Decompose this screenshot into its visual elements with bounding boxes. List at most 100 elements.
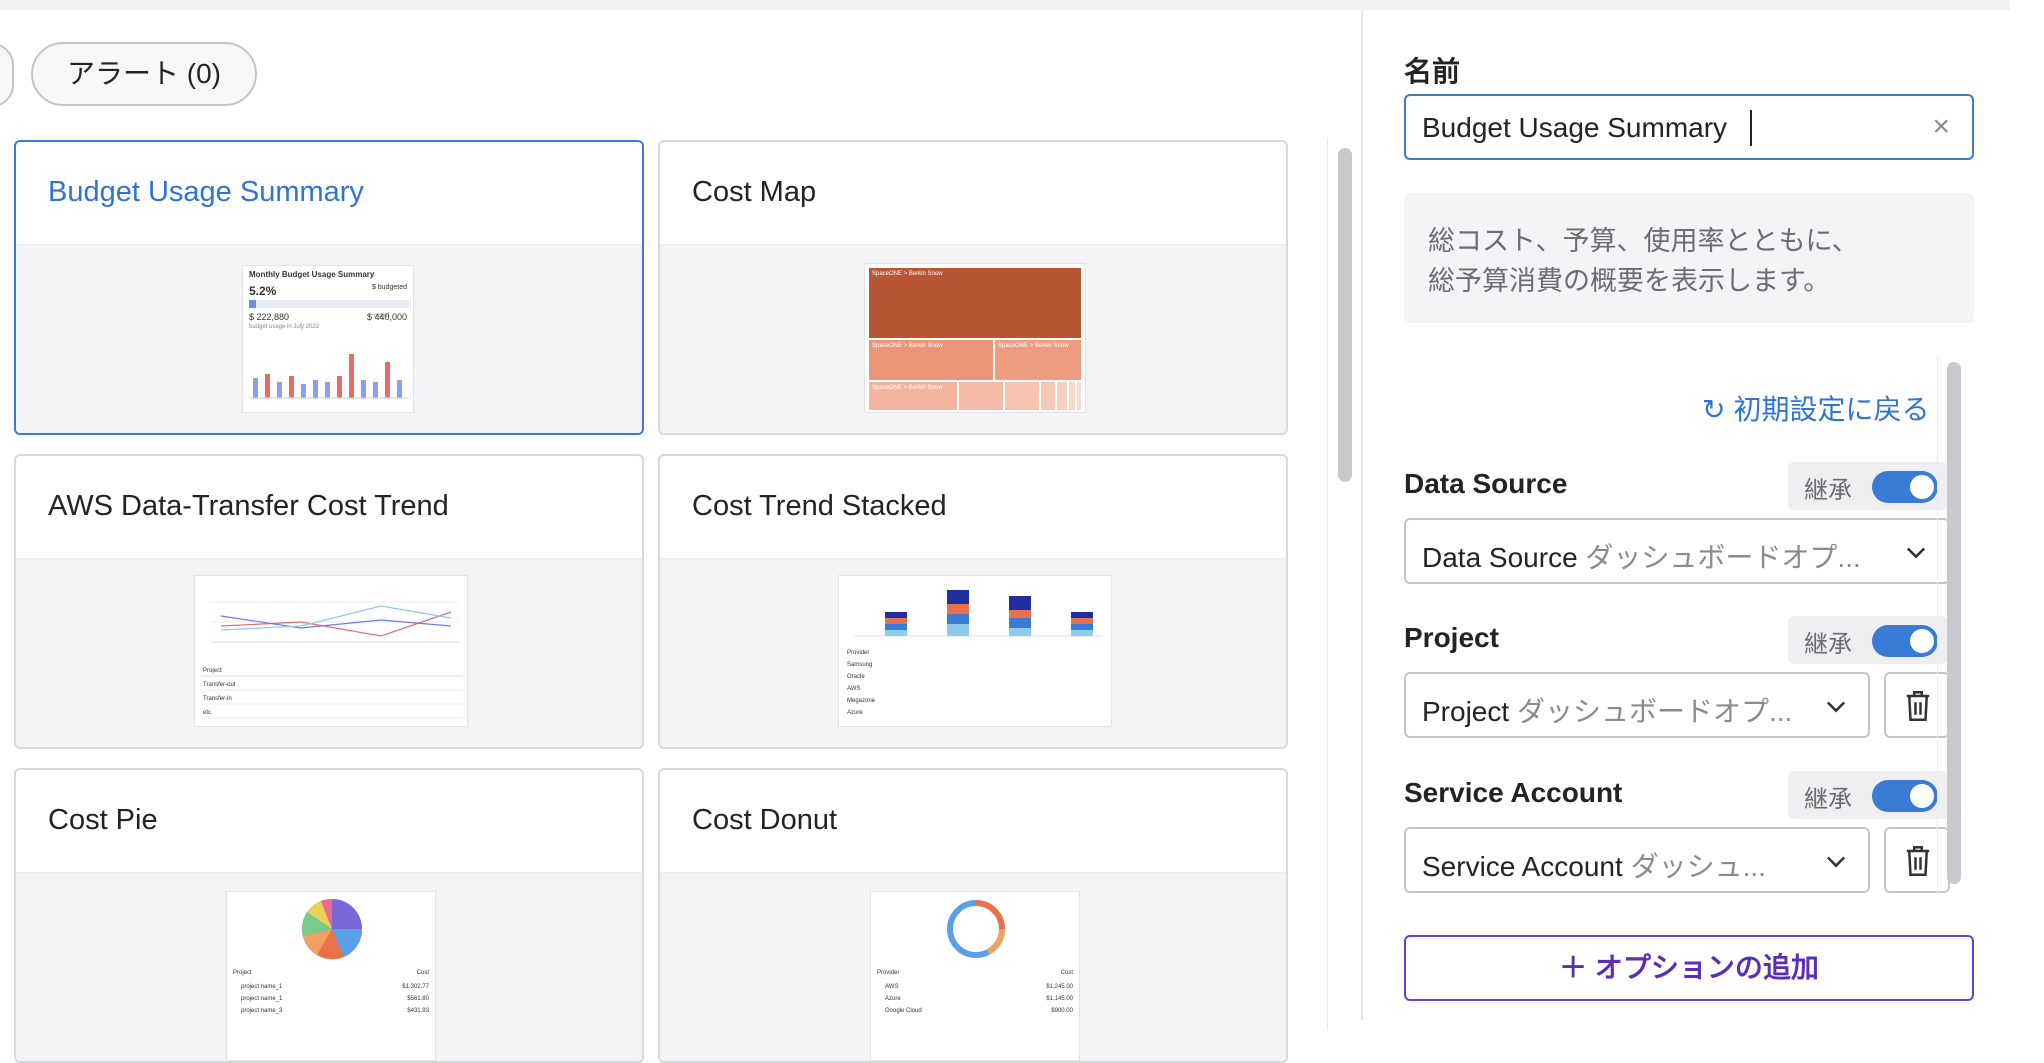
widget-card-title: Cost Donut bbox=[692, 804, 838, 836]
description-text-line-2: 総予算消費の概要を表示します。 bbox=[1428, 266, 1831, 296]
thumb-table bbox=[201, 675, 463, 719]
thumb-cell: Cost bbox=[1060, 970, 1073, 976]
top-bar bbox=[0, 0, 2010, 10]
treemap-tile: SpaceONE > Berkin Snow bbox=[869, 340, 993, 380]
filter-chip-partial[interactable] bbox=[0, 43, 14, 107]
widget-card-title: Cost Pie bbox=[48, 804, 158, 836]
delete-project-option-button[interactable] bbox=[1884, 672, 1950, 738]
options-scrollbar-thumb[interactable] bbox=[1947, 362, 1961, 884]
widget-preview: Provider Cost AWS $1,245.00 Azure $1,145… bbox=[660, 872, 1286, 1061]
toggle-switch[interactable] bbox=[1872, 625, 1938, 657]
widget-preview: SpaceONE > Berkin Snow SpaceONE > Berkin… bbox=[660, 244, 1286, 433]
thumb-cell: $1,302.77 bbox=[402, 984, 429, 990]
thumb-cell: $1,145.00 bbox=[1046, 996, 1073, 1002]
inherit-toggle-service-account[interactable]: 継承 bbox=[1788, 771, 1948, 819]
chevron-down-icon bbox=[1826, 856, 1846, 868]
toggle-switch[interactable] bbox=[1872, 471, 1938, 503]
widget-card-cost-map[interactable]: Cost Map SpaceONE > Berkin Snow SpaceONE… bbox=[658, 140, 1288, 435]
data-source-select[interactable]: Data Source ダッシュボードオプ... bbox=[1404, 518, 1950, 584]
treemap-tile bbox=[959, 382, 1003, 410]
inherit-label: 継承 bbox=[1804, 786, 1852, 813]
thumb-cell: $900.00 bbox=[1051, 1008, 1073, 1014]
widget-card-aws-data-transfer-cost-trend[interactable]: AWS Data-Transfer Cost Trend Project Tra… bbox=[14, 454, 644, 749]
budget-summary-thumbnail: Monthly Budget Usage Summary 5.2% $ budg… bbox=[242, 265, 414, 413]
refresh-icon: ↻ bbox=[1702, 394, 1726, 425]
trash-icon bbox=[1906, 691, 1930, 721]
widget-card-cost-pie[interactable]: Cost Pie Project Cost project name_1 $1,… bbox=[14, 768, 644, 1063]
thumb-bar-chart bbox=[249, 354, 409, 399]
thumb-pie bbox=[302, 898, 363, 960]
option-label-service-account: Service Account bbox=[1404, 777, 1623, 808]
thumb-total: $ 440,000 bbox=[366, 312, 407, 322]
widget-preview: Project Transfer-out Transfer-in etc. bbox=[16, 558, 642, 747]
thumb-cell: Google Cloud bbox=[885, 1008, 922, 1014]
widget-card-cost-donut[interactable]: Cost Donut Provider Cost AWS $1,245.00 A… bbox=[658, 768, 1288, 1063]
inherit-label: 継承 bbox=[1804, 477, 1852, 504]
option-label-project: Project bbox=[1404, 622, 1499, 653]
inherit-toggle-project[interactable]: 継承 bbox=[1788, 616, 1948, 664]
thumb-line-chart bbox=[211, 601, 459, 643]
widget-card-title: Cost Trend Stacked bbox=[692, 490, 947, 522]
thumb-stacked-bars bbox=[855, 590, 1103, 637]
thumb-cell: Cost bbox=[416, 970, 429, 976]
thumb-pct: 5.2% bbox=[249, 284, 277, 298]
widget-card-title: Cost Map bbox=[692, 176, 817, 208]
treemap-tile bbox=[1069, 382, 1075, 410]
thumb-cell: etc. bbox=[203, 710, 213, 716]
treemap-tile bbox=[1057, 382, 1067, 410]
description-field[interactable]: 総コスト、予算、使用率とともに、 総予算消費の概要を表示します。 bbox=[1404, 193, 1974, 323]
widget-settings-panel: 名前 Budget Usage Summary × 総コスト、予算、使用率ととも… bbox=[1361, 10, 2010, 1020]
thumb-amount: $ 222,880 bbox=[249, 312, 290, 322]
thumb-cell: Oracle bbox=[847, 674, 865, 680]
text-caret bbox=[1750, 110, 1752, 146]
thumb-cell: Transfer-in bbox=[203, 696, 232, 702]
thumb-cell: $431.93 bbox=[407, 1008, 429, 1014]
treemap-tile bbox=[1041, 382, 1055, 410]
add-option-button[interactable]: ＋ オプションの追加 bbox=[1404, 935, 1974, 1001]
widget-card-title: Budget Usage Summary bbox=[48, 176, 364, 208]
alert-filter-chip[interactable]: アラート (0) bbox=[31, 42, 258, 106]
select-value: Data Source bbox=[1422, 542, 1578, 573]
widget-preview: Project Cost project name_1 $1,302.77 pr… bbox=[16, 872, 642, 1061]
chevron-down-icon bbox=[1906, 547, 1926, 559]
widget-card-cost-trend-stacked[interactable]: Cost Trend Stacked Provider Samsung Orac… bbox=[658, 454, 1288, 749]
service-account-select[interactable]: Service Account ダッシュ... bbox=[1404, 827, 1870, 893]
treemap-tile bbox=[1077, 382, 1081, 410]
widget-card-budget-usage-summary[interactable]: Budget Usage Summary Monthly Budget Usag… bbox=[14, 140, 644, 435]
trash-icon bbox=[1906, 846, 1930, 876]
name-input-value: Budget Usage Summary bbox=[1422, 112, 1728, 143]
options-scrollbar-track[interactable] bbox=[1937, 355, 1959, 895]
clear-icon[interactable]: × bbox=[1932, 110, 1950, 143]
name-label: 名前 bbox=[1404, 56, 1461, 87]
thumb-cell: Provider bbox=[877, 970, 900, 976]
gallery-scrollbar-thumb[interactable] bbox=[1338, 148, 1352, 482]
select-value: Service Account bbox=[1422, 851, 1623, 882]
thumb-cell: $1,245.00 bbox=[1046, 984, 1073, 990]
treemap-tile bbox=[1005, 382, 1039, 410]
description-text-line-1: 総コスト、予算、使用率とともに、 bbox=[1428, 226, 1859, 256]
project-select[interactable]: Project ダッシュボードオプ... bbox=[1404, 672, 1870, 738]
widget-gallery: アラート (0) Budget Usage Summary Monthly Bu… bbox=[0, 10, 1360, 1063]
thumb-progress bbox=[249, 300, 409, 308]
name-input[interactable]: Budget Usage Summary × bbox=[1404, 94, 1974, 160]
line-chart-thumbnail: Project Transfer-out Transfer-in etc. bbox=[194, 575, 468, 727]
reset-to-default-button[interactable]: ↻初期設定に戻る bbox=[1702, 388, 1929, 428]
donut-chart-thumbnail: Provider Cost AWS $1,245.00 Azure $1,145… bbox=[870, 891, 1080, 1061]
cost-map-thumbnail: SpaceONE > Berkin Snow SpaceONE > Berkin… bbox=[864, 263, 1086, 413]
toggle-switch[interactable] bbox=[1872, 780, 1938, 812]
thumb-cell: Project bbox=[233, 970, 252, 976]
widget-preview: Provider Samsung Oracle AWS Megazone Azu… bbox=[660, 558, 1286, 747]
thumb-cell: $561.80 bbox=[407, 996, 429, 1002]
delete-service-account-option-button[interactable] bbox=[1884, 827, 1950, 893]
gallery-scrollbar-track[interactable] bbox=[1327, 138, 1349, 1030]
thumb-cell: project name_1 bbox=[241, 996, 283, 1002]
thumb-cell: Azure bbox=[885, 996, 901, 1002]
inherit-toggle-data-source[interactable]: 継承 bbox=[1788, 462, 1948, 510]
thumb-cell: Azure bbox=[847, 710, 863, 716]
inherit-label: 継承 bbox=[1804, 631, 1852, 658]
thumb-cell: Megazone bbox=[847, 698, 876, 704]
treemap-tile: SpaceONE > Berkin Snow bbox=[869, 268, 1081, 338]
thumb-cell: project name_3 bbox=[241, 1008, 283, 1014]
thumb-cell: AWS bbox=[885, 984, 899, 990]
widget-preview: Monthly Budget Usage Summary 5.2% $ budg… bbox=[16, 244, 642, 433]
